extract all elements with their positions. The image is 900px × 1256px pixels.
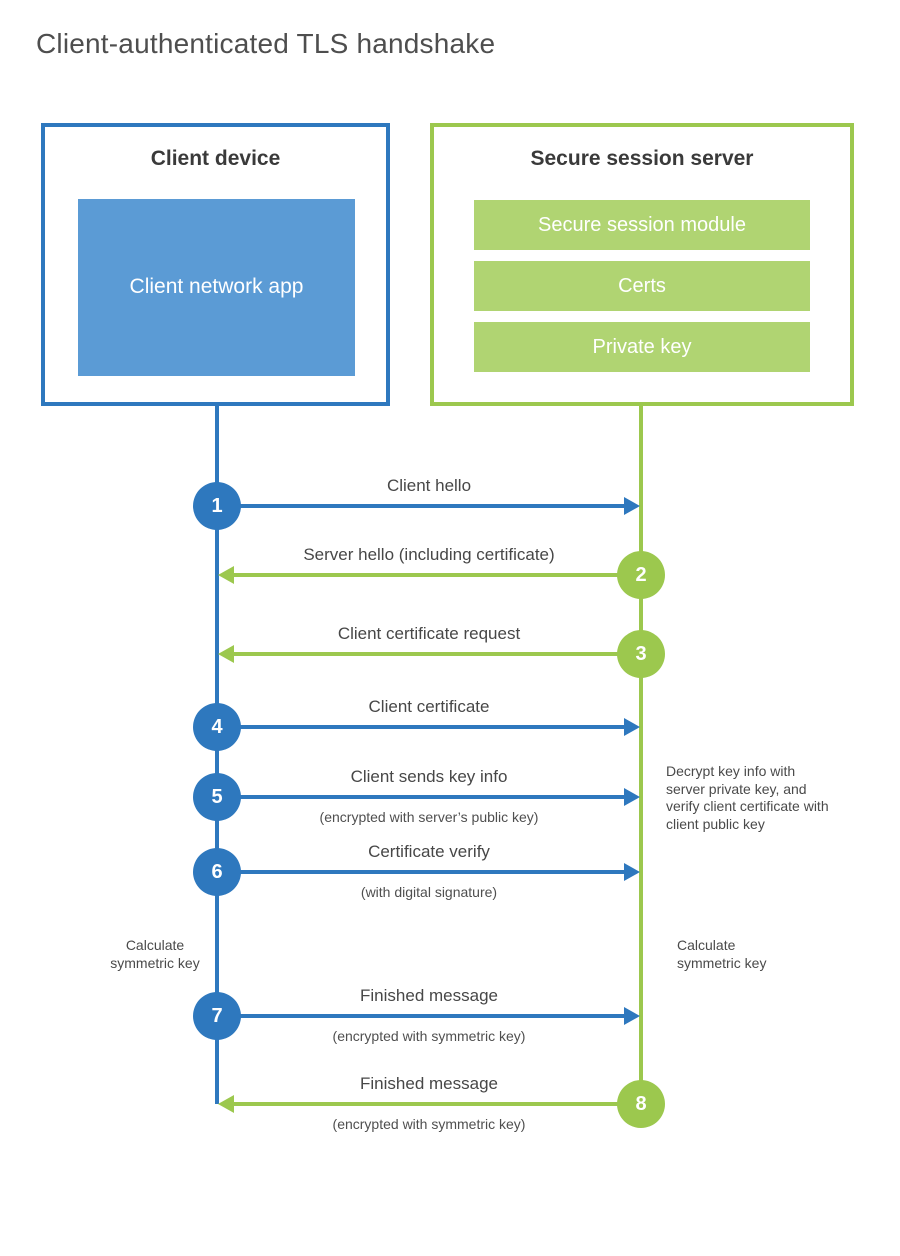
step-5-label: Client sends key info: [350, 767, 508, 786]
step-1-badge: 1: [193, 482, 241, 530]
step-7-label: Finished message: [360, 986, 498, 1005]
step-4-badge: 4: [193, 703, 241, 751]
step-4-label: Client certificate: [368, 697, 490, 716]
step-1-label: Client hello: [386, 476, 472, 495]
step-2-arrowhead-icon: [218, 566, 234, 584]
step-8-arrow: [234, 1102, 641, 1106]
step-3-label: Client certificate request: [337, 624, 521, 643]
step-8-label: Finished message: [360, 1074, 498, 1093]
step-4-arrow: [217, 725, 624, 729]
step-3-badge: 3: [617, 630, 665, 678]
page-title: Client-authenticated TLS handshake: [36, 28, 496, 59]
step-5-arrow: [217, 795, 624, 799]
step-2-label: Server hello (including certificate): [303, 545, 555, 564]
step-1-arrowhead-icon: [624, 497, 640, 515]
step-1-arrow: [217, 504, 624, 508]
step-7-badge: 7: [193, 992, 241, 1040]
step-6-arrowhead-icon: [624, 863, 640, 881]
step-6-label: Certificate verify: [368, 842, 490, 861]
step-7-arrow: [217, 1014, 624, 1018]
private-key-bar: Private key: [474, 322, 810, 372]
secure-session-server-title: Secure session server: [530, 147, 754, 170]
step-2-arrow: [234, 573, 641, 577]
step-5-sublabel: (encrypted with server’s public key): [319, 809, 539, 825]
step-3-arrow: [234, 652, 641, 656]
step-7-arrowhead-icon: [624, 1007, 640, 1025]
client-network-app-box: Client network app: [78, 199, 355, 376]
step-8-sublabel: (encrypted with symmetric key): [332, 1116, 526, 1132]
step-8-arrowhead-icon: [218, 1095, 234, 1113]
step-8-badge: 8: [617, 1080, 665, 1128]
calculate-symmetric-key-left: Calculate symmetric key: [110, 937, 200, 971]
calculate-symmetric-key-right: Calculate symmetric key: [677, 937, 767, 971]
step-6-badge: 6: [193, 848, 241, 896]
certs-bar: Certs: [474, 261, 810, 311]
step-5-arrowhead-icon: [624, 788, 640, 806]
secure-session-module-bar: Secure session module: [474, 200, 810, 250]
step-5-badge: 5: [193, 773, 241, 821]
step-7-sublabel: (encrypted with symmetric key): [332, 1028, 526, 1044]
server-lifeline: [639, 405, 643, 1104]
step-6-sublabel: (with digital signature): [360, 884, 498, 900]
client-device-title: Client device: [150, 147, 281, 170]
step-2-badge: 2: [617, 551, 665, 599]
decrypt-note: Decrypt key info with server private key…: [666, 763, 829, 832]
step-6-arrow: [217, 870, 624, 874]
step-4-arrowhead-icon: [624, 718, 640, 736]
step-3-arrowhead-icon: [218, 645, 234, 663]
client-lifeline: [215, 405, 219, 1104]
